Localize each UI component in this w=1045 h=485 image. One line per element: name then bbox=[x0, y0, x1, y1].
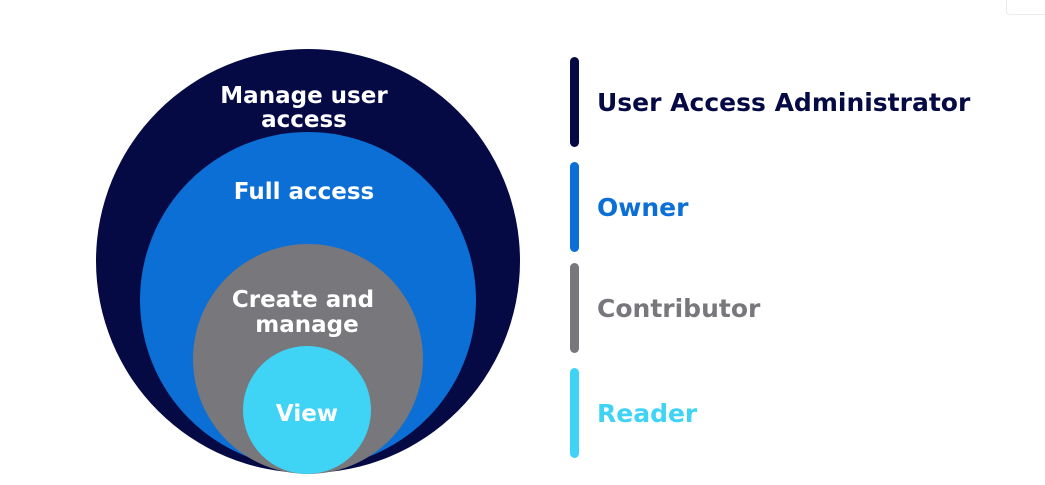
inner-circle-label: View bbox=[276, 401, 338, 427]
outer-circle-label-line1: Manage user bbox=[220, 83, 388, 109]
corner-panel-edge bbox=[1006, 0, 1045, 15]
circle-reader bbox=[243, 346, 371, 474]
third-circle-label-line2: manage bbox=[255, 312, 358, 338]
outer-circle-label-line2: access bbox=[261, 107, 347, 133]
third-circle-label-line1: Create and bbox=[232, 287, 374, 313]
second-circle-label: Full access bbox=[234, 179, 374, 205]
